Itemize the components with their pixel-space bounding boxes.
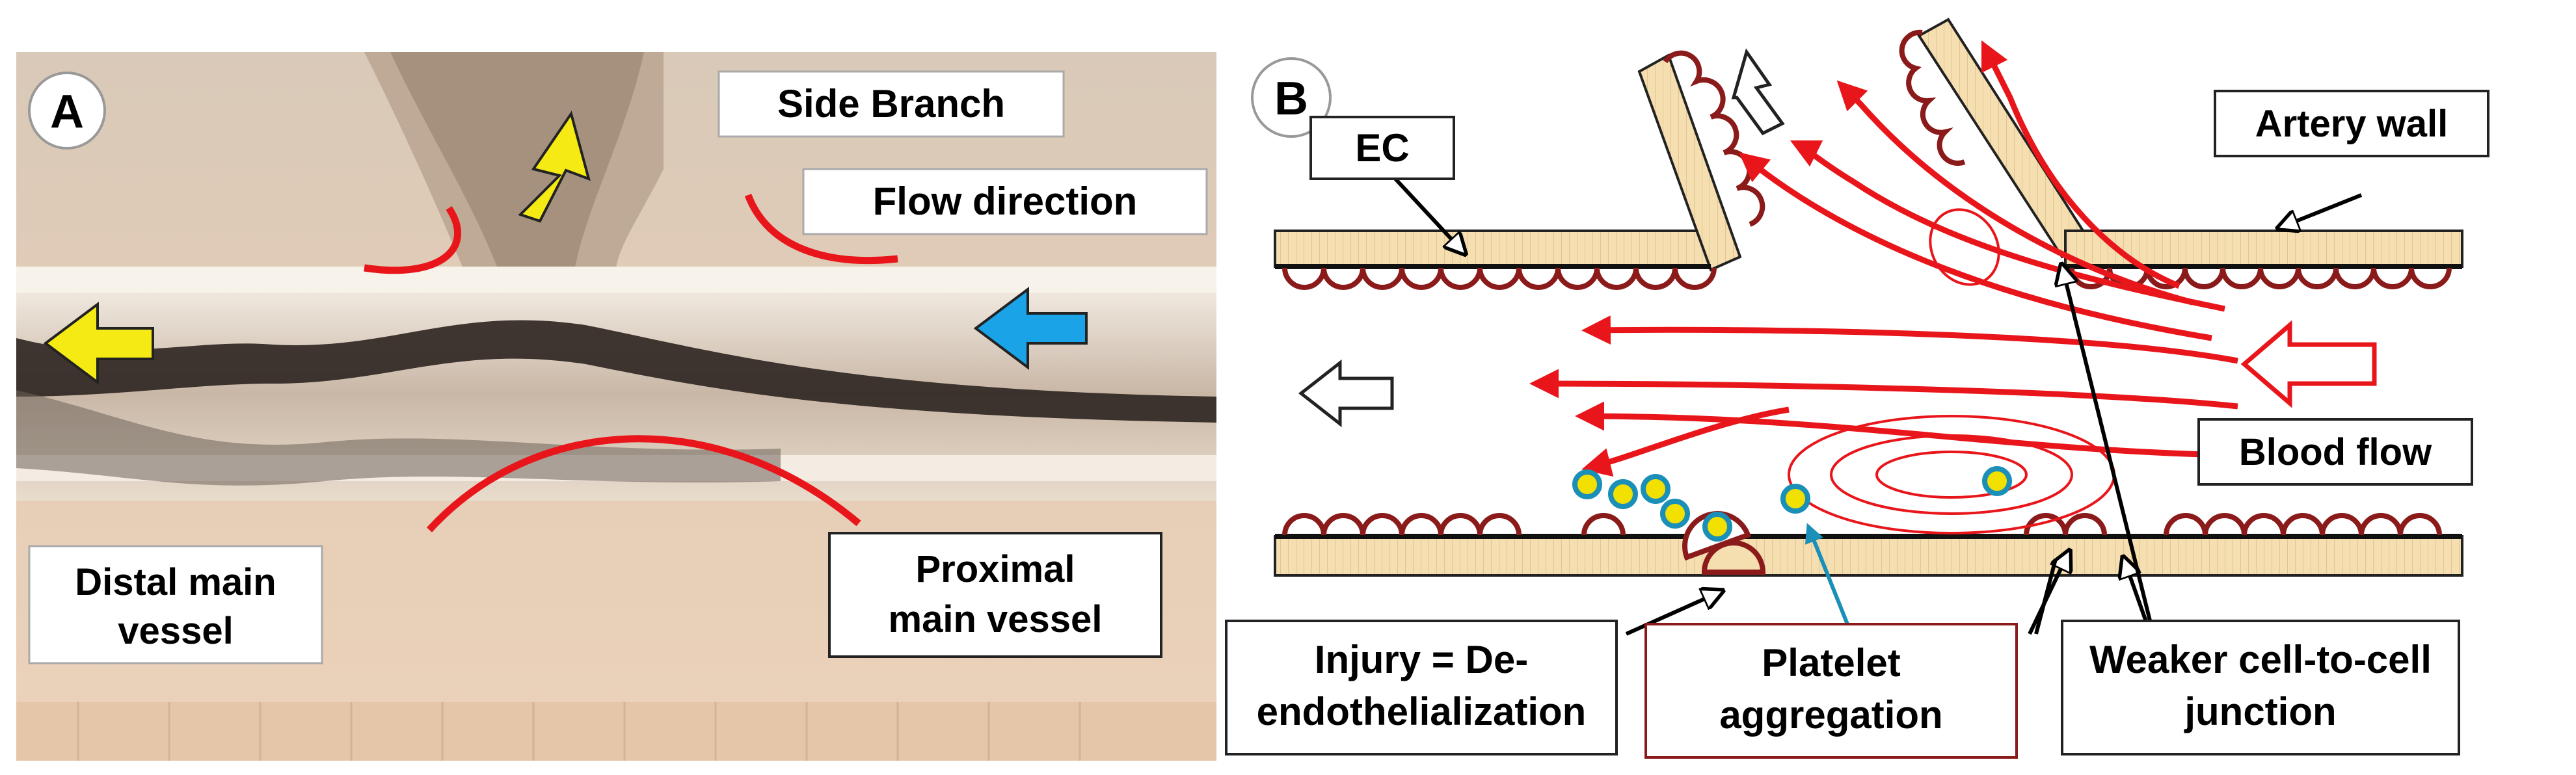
platelets <box>1572 466 2012 542</box>
side-branch-box <box>718 70 1065 138</box>
platelet-box <box>1644 623 2018 759</box>
proximal-box <box>828 532 1162 658</box>
proximal-label-line2: main vessel <box>889 598 1103 640</box>
platelet <box>1608 479 1638 509</box>
endothelium-branch-right <box>1899 29 1966 166</box>
artery-wall-label: Artery wall <box>2255 103 2449 145</box>
wall-top-right <box>2064 230 2463 268</box>
platelet <box>1780 484 1810 514</box>
endothelium-branch-left <box>1663 50 1765 227</box>
platelet <box>1982 466 2012 496</box>
ruler-strip <box>16 702 1216 761</box>
panel-a-letter: A <box>50 86 84 138</box>
endothelium-top-left <box>1282 267 1717 290</box>
endothelium-bottom <box>1282 513 2442 536</box>
distal-box <box>28 545 323 664</box>
red-line-right <box>744 194 898 264</box>
platelet <box>1660 499 1690 529</box>
platelet-label-line1: Platelet <box>1762 641 1900 685</box>
artery-wall-box <box>2214 90 2489 157</box>
platelet-label-line2: aggregation <box>1719 693 1942 737</box>
platelet <box>1641 474 1670 504</box>
blue-arrow-flow <box>973 287 1088 370</box>
distal-label-line2: vessel <box>118 610 233 652</box>
blood-flow-label: Blood flow <box>2239 431 2432 473</box>
wall-branch-left <box>1637 53 1742 272</box>
wall-bottom <box>1274 535 2463 577</box>
panel-b: B <box>1225 18 2489 759</box>
injury-label-line1: Injury = De- <box>1315 638 1528 681</box>
distal-label-line1: Distal main <box>75 561 276 603</box>
flow-direction-label: Flow direction <box>873 179 1138 223</box>
platelet <box>1572 469 1602 499</box>
panel-a-letter-circle <box>28 72 106 150</box>
wall-top-left <box>1274 230 1712 268</box>
red-outline-arrow-blood-flow <box>2240 320 2377 408</box>
ec-box <box>1309 116 1455 180</box>
ec-label: EC <box>1355 126 1409 170</box>
yellow-arrow-side-branch <box>518 111 591 223</box>
blood-flow-lines <box>1529 40 2238 477</box>
junction-label-line2: junction <box>2184 690 2336 733</box>
black-outline-arrow-outflow <box>1298 359 1394 428</box>
lumen-dark-band <box>16 320 1216 423</box>
side-branch-label: Side Branch <box>777 82 1005 125</box>
flow-direction-box <box>802 168 1208 235</box>
platelet-pointer <box>1805 523 1849 625</box>
junction-box <box>2061 620 2460 755</box>
injury-box <box>1225 620 1618 755</box>
blood-flow-box <box>2197 418 2473 486</box>
black-outline-arrow-branch <box>1731 48 1785 136</box>
platelet <box>1702 512 1732 542</box>
pointer-lines <box>1393 177 2363 661</box>
yellow-arrow-distal <box>43 302 154 385</box>
junction-label-line1: Weaker cell-to-cell <box>2089 638 2432 681</box>
red-line-bottom <box>426 435 861 532</box>
panel-b-letter: B <box>1274 73 1308 125</box>
injury-label-line2: endothelialization <box>1257 690 1587 733</box>
panel-a: A Side Branch Flow direction Distal main… <box>16 52 1216 761</box>
proximal-label-line1: Proximal <box>916 548 1075 590</box>
red-line-left <box>364 205 462 274</box>
